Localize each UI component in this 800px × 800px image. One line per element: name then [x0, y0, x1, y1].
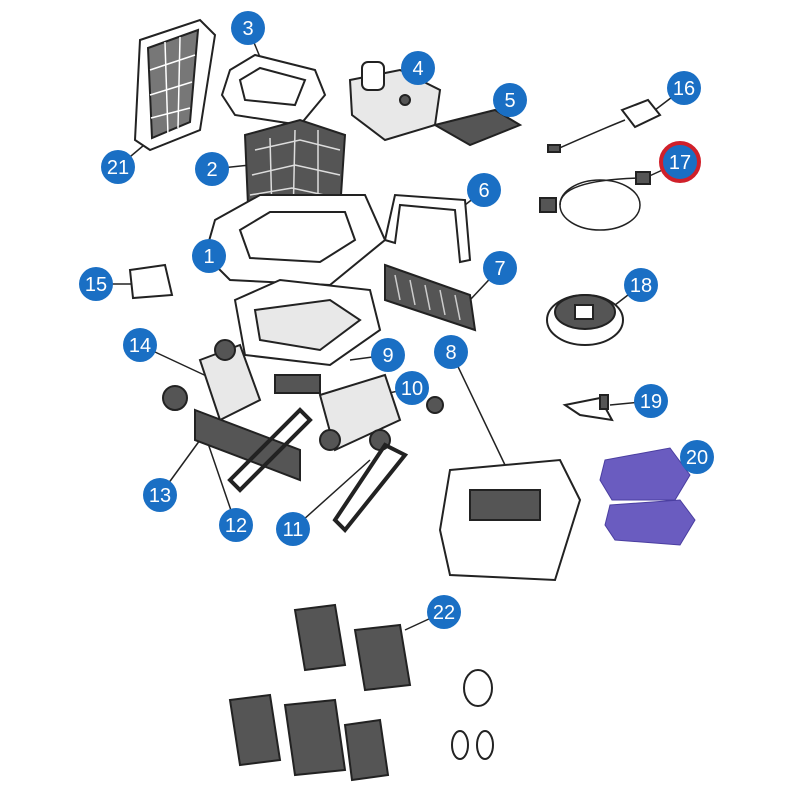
part-filter-panel: [133, 18, 217, 152]
callout-circle: [493, 83, 527, 117]
part-power-cable: [539, 171, 651, 231]
part-chassis-right: [274, 373, 444, 452]
callout-1[interactable]: 1: [192, 239, 226, 273]
callout-2[interactable]: 2: [195, 152, 229, 186]
callout-18[interactable]: 18: [624, 268, 658, 302]
callout-7[interactable]: 7: [483, 251, 517, 285]
callout-5[interactable]: 5: [493, 83, 527, 117]
callout-label: 2: [206, 159, 217, 181]
callout-circle: [195, 152, 229, 186]
callout-label: 18: [630, 275, 652, 297]
callout-label: 5: [504, 90, 515, 112]
callout-label: 20: [686, 447, 708, 469]
callout-label: 6: [478, 180, 489, 202]
callout-circle: [79, 267, 113, 301]
callout-label: 19: [640, 391, 662, 413]
callout-22[interactable]: 22: [427, 595, 461, 629]
callout-label: 11: [283, 519, 304, 541]
callout-label: 4: [412, 58, 423, 80]
callout-circle: [401, 51, 435, 85]
callout-circle: [680, 440, 714, 474]
callout-label: 3: [242, 18, 253, 40]
leader-line-11: [292, 459, 371, 530]
callout-12[interactable]: 12: [219, 508, 253, 542]
callout-label: 21: [107, 157, 129, 179]
callout-label: 8: [445, 342, 456, 364]
callout-circle: [667, 71, 701, 105]
leader-line-8: [450, 351, 506, 466]
callout-circle: [276, 512, 310, 546]
callout-circle: [395, 371, 429, 405]
part-sponge-pads: [599, 447, 696, 546]
part-brush-roller: [384, 263, 477, 332]
part-main-body: [233, 278, 382, 367]
callout-circle: [427, 595, 461, 629]
callout-circle: [483, 251, 517, 285]
callout-circle: [624, 268, 658, 302]
callout-13[interactable]: 13: [143, 478, 177, 512]
callout-label: 12: [225, 515, 247, 537]
callout-16[interactable]: 16: [667, 71, 701, 105]
callout-6[interactable]: 6: [467, 173, 501, 207]
callout-circle: [101, 150, 135, 184]
callout-circle: [659, 141, 701, 183]
part-bottom-plate: [438, 458, 582, 582]
callout-20[interactable]: 20: [680, 440, 714, 474]
callout-label: 9: [382, 345, 393, 367]
part-replacement-brushes: [228, 603, 494, 782]
callout-label: 13: [149, 485, 171, 507]
callout-label: 15: [85, 274, 107, 296]
part-handle-clip: [432, 108, 523, 147]
part-carry-handle: [383, 193, 472, 264]
part-drive-belts: [227, 407, 409, 533]
callout-15[interactable]: 15: [79, 267, 113, 301]
part-small-flap: [128, 263, 174, 300]
part-power-supply: [547, 98, 662, 153]
callout-circle: [192, 239, 226, 273]
callout-14[interactable]: 14: [123, 328, 157, 362]
callout-3[interactable]: 3: [231, 11, 265, 45]
part-top-cover: [203, 194, 387, 287]
callout-circle: [371, 338, 405, 372]
part-chassis-left: [162, 339, 301, 482]
callout-circle: [219, 508, 253, 542]
callout-17[interactable]: 17: [659, 141, 701, 183]
callout-21[interactable]: 21: [101, 150, 135, 184]
callout-label: 1: [203, 246, 214, 268]
callout-label: 14: [129, 335, 151, 357]
part-float-cap: [546, 294, 624, 346]
callout-label: 16: [673, 78, 695, 100]
callout-11[interactable]: 11: [276, 512, 310, 546]
callout-8[interactable]: 8: [434, 335, 468, 369]
callout-circle: [231, 11, 265, 45]
callout-label: 7: [494, 258, 505, 280]
callout-label: 17: [669, 152, 691, 174]
callout-10[interactable]: 10: [395, 371, 429, 405]
callout-label: 22: [433, 602, 455, 624]
callout-circle: [467, 173, 501, 207]
part-top-lid: [220, 53, 327, 127]
callout-4[interactable]: 4: [401, 51, 435, 85]
callout-circle: [143, 478, 177, 512]
callout-19[interactable]: 19: [634, 384, 668, 418]
callout-9[interactable]: 9: [371, 338, 405, 372]
callout-circle: [634, 384, 668, 418]
callout-circle: [123, 328, 157, 362]
callout-label: 10: [401, 378, 423, 400]
part-clip: [562, 394, 614, 422]
callout-circle: [434, 335, 468, 369]
